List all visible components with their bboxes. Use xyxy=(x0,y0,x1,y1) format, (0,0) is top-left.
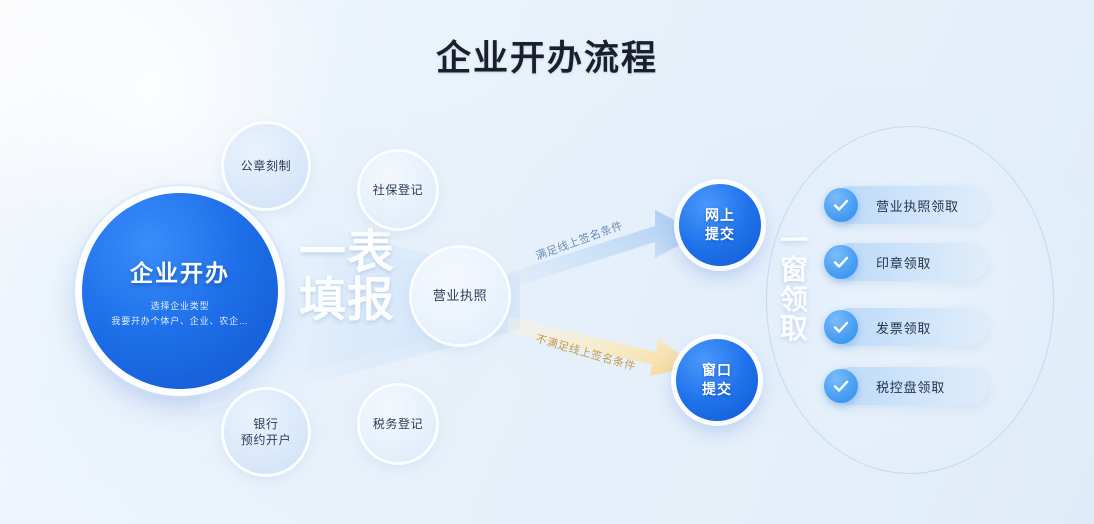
satellite-label-line2: 预约开户 xyxy=(240,433,292,447)
arrow-online-shape xyxy=(505,210,701,290)
result-item-yinzhang-lingqu[interactable]: 印章领取 xyxy=(824,243,988,281)
main-node-qiye-kaiban[interactable]: 企业开办 选择企业类型 我要开办个体户、企业、农企… xyxy=(82,193,278,389)
satellite-shebao-dengji[interactable]: 社保登记 xyxy=(360,152,436,228)
check-icon xyxy=(824,188,858,222)
satellite-yinhang-yuyue-kaihu[interactable]: 银行 预约开户 xyxy=(224,390,308,474)
result-vertical-watermark: 一 窗 领 取 xyxy=(774,226,814,344)
result-item-yingye-zhizhao-lingqu[interactable]: 营业执照领取 xyxy=(824,186,988,224)
satellite-shuiwu-dengji[interactable]: 税务登记 xyxy=(360,386,436,462)
node-online-label-line2: 提交 xyxy=(705,226,735,242)
check-icon xyxy=(824,310,858,344)
result-item-fapiao-lingqu[interactable]: 发票领取 xyxy=(824,308,988,346)
result-vlabel-char-2: 领 xyxy=(779,283,808,315)
satellite-gongzhang-kezhi[interactable]: 公章刻制 xyxy=(224,124,308,208)
node-online-label-line1: 网上 xyxy=(705,207,735,224)
satellite-label-line1: 银行 xyxy=(253,416,279,431)
funnel-watermark-label: 一表 填报 xyxy=(292,228,402,324)
main-node-subtitle-2: 我要开办个体户、企业、农企… xyxy=(111,315,249,326)
node-window-label-line1: 窗口 xyxy=(702,362,732,379)
result-item-label: 发票领取 xyxy=(876,320,932,336)
node-window-label-line2: 提交 xyxy=(702,381,732,397)
node-online-label: 网上 提交 xyxy=(705,206,735,244)
satellite-label: 营业执照 xyxy=(432,288,488,304)
satellite-label: 税务登记 xyxy=(372,416,424,431)
satellite-yingye-zhizhao[interactable]: 营业执照 xyxy=(412,248,508,344)
satellite-label: 银行 预约开户 xyxy=(241,416,291,448)
result-vlabel-char-1: 窗 xyxy=(779,254,808,286)
funnel-label-line2: 填报 xyxy=(299,272,395,326)
satellite-label: 社保登记 xyxy=(372,182,424,197)
arrow-online-label: 满足线上签名条件 xyxy=(534,219,625,263)
node-window-submit[interactable]: 窗口 提交 xyxy=(676,339,758,421)
main-node-subtitle-1: 选择企业类型 xyxy=(150,301,210,312)
check-icon xyxy=(824,369,858,403)
funnel-label-line1: 一表 xyxy=(299,225,395,278)
result-item-shuikongpan-lingqu[interactable]: 税控盘领取 xyxy=(824,367,988,405)
node-window-label: 窗口 提交 xyxy=(702,361,732,399)
result-item-label: 营业执照领取 xyxy=(876,198,959,214)
result-ring-outline xyxy=(766,126,1054,474)
result-vlabel-char-0: 一 xyxy=(779,225,808,256)
result-vlabel-char-3: 取 xyxy=(779,313,808,345)
check-icon xyxy=(824,245,858,279)
arrow-window-label: 不满足线上签名条件 xyxy=(534,333,637,374)
main-node-title: 企业开办 xyxy=(130,260,230,287)
page-title: 企业开办流程 xyxy=(435,39,658,78)
result-item-label: 税控盘领取 xyxy=(876,379,946,395)
satellite-label: 公章刻制 xyxy=(240,158,292,173)
node-online-submit[interactable]: 网上 提交 xyxy=(679,184,761,266)
result-item-label: 印章领取 xyxy=(876,255,932,271)
